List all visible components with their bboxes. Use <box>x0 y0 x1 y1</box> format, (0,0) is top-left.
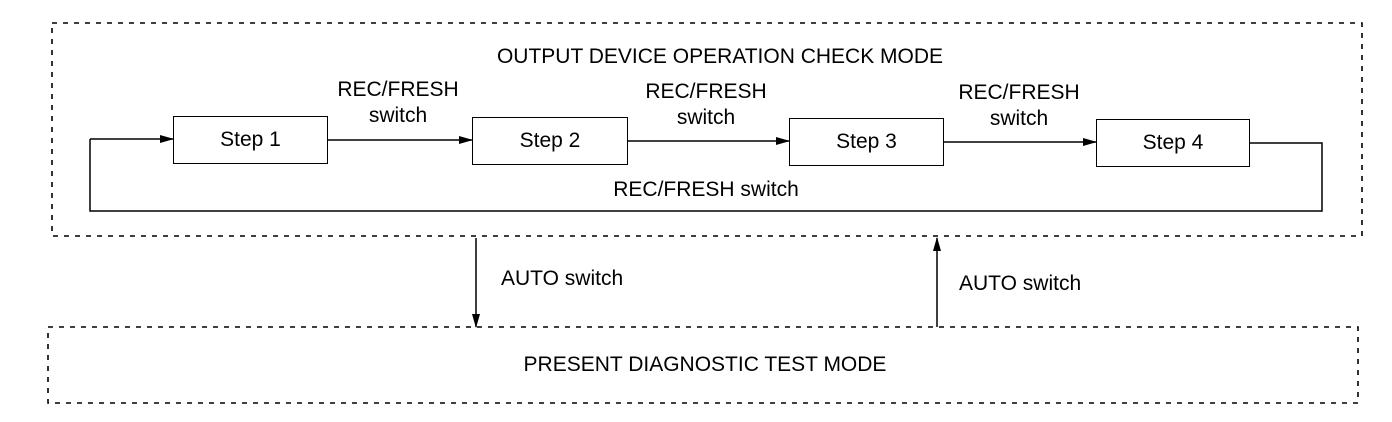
transition-2-label-line2: switch <box>676 106 736 129</box>
return-loop-label: REC/FRESH switch <box>613 178 799 201</box>
return-loop-line <box>89 139 1323 212</box>
output-mode-frame <box>51 22 1363 237</box>
step-2-box: Step 2 <box>472 117 628 165</box>
step-1-box: Step 1 <box>173 116 328 164</box>
step-3-label: Step 3 <box>836 130 897 153</box>
auto-switch-down-label: AUTO switch <box>501 267 624 290</box>
transition-2-label-line1: REC/FRESH <box>645 80 767 103</box>
diagnostic-mode-title: PRESENT DIAGNOSTIC TEST MODE <box>523 353 887 376</box>
transition-3-label-line1: REC/FRESH <box>958 81 1080 104</box>
step-1-label: Step 1 <box>220 128 281 151</box>
step-4-label: Step 4 <box>1142 131 1204 154</box>
step-4-box: Step 4 <box>1096 119 1250 167</box>
transition-1-label-line2: switch <box>368 104 428 127</box>
step-2-label: Step 2 <box>519 129 581 152</box>
auto-switch-up-label: AUTO switch <box>959 272 1082 295</box>
transition-1-label-line1: REC/FRESH <box>337 78 459 101</box>
step-3-box: Step 3 <box>789 118 944 166</box>
output-mode-title: OUTPUT DEVICE OPERATION CHECK MODE <box>496 45 944 68</box>
transition-3-label-line2: switch <box>989 107 1049 130</box>
